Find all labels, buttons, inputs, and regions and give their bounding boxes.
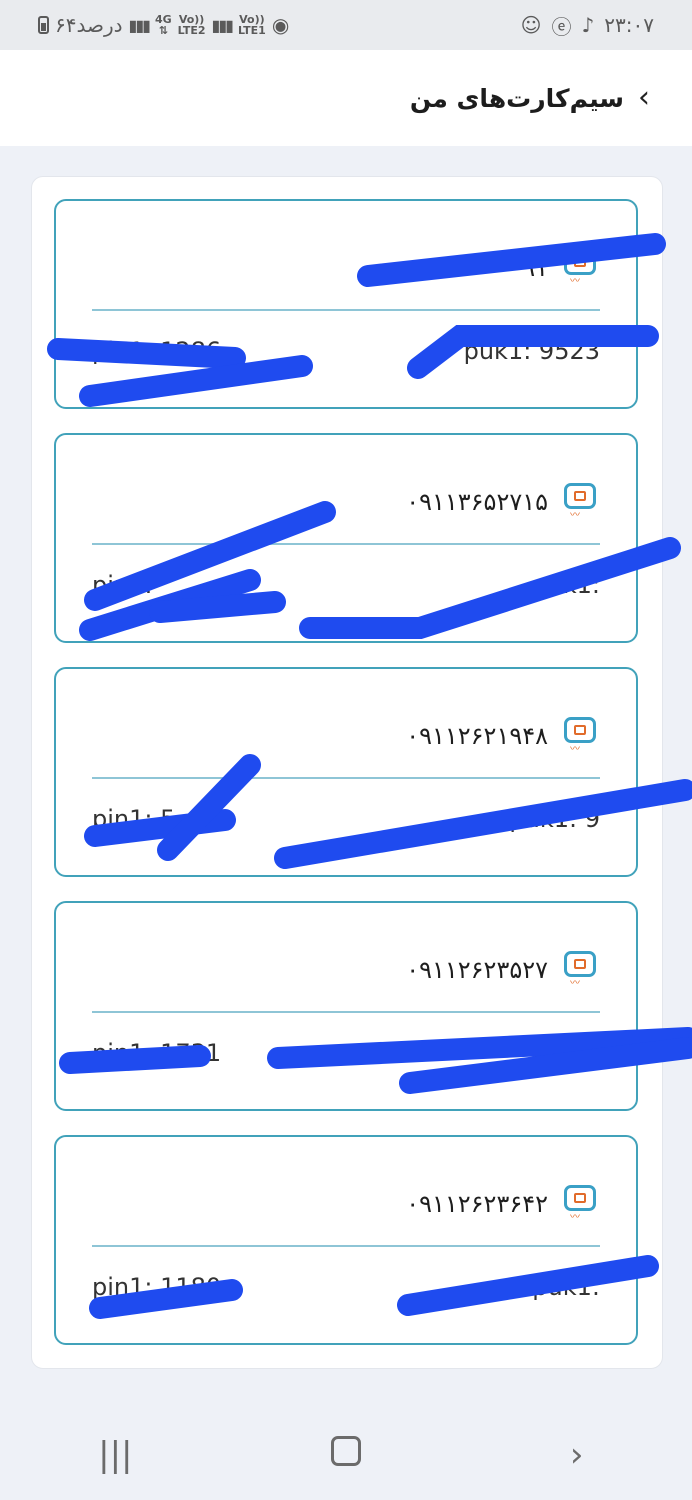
sim-card-1[interactable]: ۰۹۱ 〰 pin1: 1286 puk1: 9523: [54, 199, 638, 409]
pin-label: pin1: 5: [92, 805, 176, 833]
card-divider: [92, 543, 600, 545]
network-4g: 4G⇅: [154, 13, 172, 37]
signal-icon-2: ▮▮▮: [211, 15, 234, 35]
phone-number: ۰۹۱: [509, 254, 548, 282]
puk-label: puk1:: [532, 1039, 600, 1067]
pin-label: pin1:: [92, 571, 153, 599]
puk-label: puk1: 9523: [463, 337, 600, 365]
app-header: › سیم‌کارت‌های من: [0, 50, 692, 146]
back-icon[interactable]: ›: [569, 1435, 584, 1475]
sim-card-4[interactable]: ۰۹۱۱۲۶۲۳۵۲۷ 〰 pin1: 1731 puk1:: [54, 901, 638, 1111]
puk-label: puk1: 9: [509, 805, 600, 833]
sim2-label: Vo))LTE2: [177, 13, 206, 37]
card-divider: [92, 309, 600, 311]
sim-card-header: ۰۹۱۱۲۶۲۱۹۴۸ 〰: [406, 717, 598, 755]
page-title: سیم‌کارت‌های من: [409, 83, 624, 113]
sim-card-5[interactable]: ۰۹۱۱۲۶۲۳۶۴۲ 〰 pin1: 1180 puk1:: [54, 1135, 638, 1345]
sim-card-header: ۰۹۱۱۲۶۲۳۶۴۲ 〰: [406, 1185, 598, 1223]
sim-list-panel: ۰۹۱ 〰 pin1: 1286 puk1: 9523 ۰۹۱۱۳۶۵۲۷۱۵ …: [31, 176, 663, 1369]
puk-label: puk1:: [532, 1273, 600, 1301]
phone-number: ۰۹۱۱۲۶۲۳۵۲۷: [406, 956, 548, 984]
sim-card-header: ۰۹۱۱۲۶۲۳۵۲۷ 〰: [406, 951, 598, 989]
notification-icon: ☺: [520, 13, 542, 37]
phone-number: ۰۹۱۱۲۶۲۳۶۴۲: [406, 1190, 548, 1218]
pin-label: pin1: 1731: [92, 1039, 222, 1067]
sim-card-icon: 〰: [564, 1185, 598, 1223]
system-nav-bar: ||| ›: [0, 1410, 692, 1500]
sim-card-3[interactable]: ۰۹۱۱۲۶۲۱۹۴۸ 〰 pin1: 5 puk1: 9: [54, 667, 638, 877]
card-divider: [92, 1011, 600, 1013]
battery-text: ۶۴درصد: [55, 13, 123, 37]
sim-card-2[interactable]: ۰۹۱۱۳۶۵۲۷۱۵ 〰 pin1: puk1:: [54, 433, 638, 643]
sim-card-icon: 〰: [564, 249, 598, 287]
signal-icon: ▮▮▮: [128, 15, 151, 35]
phone-number: ۰۹۱۱۲۶۲۱۹۴۸: [406, 722, 548, 750]
status-right: ☺ ⓔ ♪ ۲۳:۰۷: [521, 11, 654, 40]
sim-card-header: ۰۹۱۱۳۶۵۲۷۱۵ 〰: [406, 483, 598, 521]
battery-icon: [38, 16, 49, 34]
back-chevron-icon[interactable]: ›: [638, 80, 650, 115]
puk-label: puk1:: [532, 571, 600, 599]
sim-card-header: ۰۹۱ 〰: [509, 249, 598, 287]
sim-card-icon: 〰: [564, 717, 598, 755]
clock: ۲۳:۰۷: [604, 13, 654, 37]
card-divider: [92, 1245, 600, 1247]
sim-card-icon: 〰: [564, 483, 598, 521]
alarm-icon: ♪: [581, 13, 595, 37]
status-left: ۶۴درصد ▮▮▮ 4G⇅ Vo))LTE2 ▮▮▮ Vo))LTE1 ◉: [38, 13, 289, 37]
app-icon: ⓔ: [551, 14, 572, 39]
sim-card-icon: 〰: [564, 951, 598, 989]
pin-label: pin1: 1180: [92, 1273, 222, 1301]
home-icon[interactable]: [316, 1435, 376, 1475]
card-divider: [92, 777, 600, 779]
recents-icon[interactable]: |||: [98, 1435, 133, 1475]
phone-number: ۰۹۱۱۳۶۵۲۷۱۵: [406, 488, 548, 516]
hotspot-icon: ◉: [271, 13, 290, 37]
status-bar: ۶۴درصد ▮▮▮ 4G⇅ Vo))LTE2 ▮▮▮ Vo))LTE1 ◉ ☺…: [0, 0, 692, 50]
pin-label: pin1: 1286: [92, 337, 222, 365]
sim1-label: Vo))LTE1: [237, 13, 266, 37]
